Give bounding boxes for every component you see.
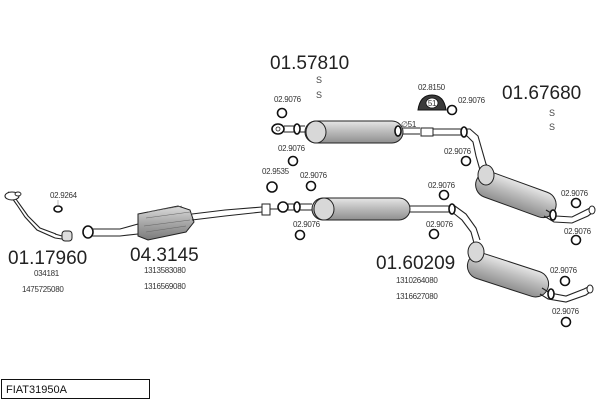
clamp-ring-icon xyxy=(287,155,299,167)
gasket-label-02-9535: 02.9535 xyxy=(262,167,290,176)
front-pipe-drawing xyxy=(4,191,73,242)
clamp-ring-icon xyxy=(446,104,458,116)
lower-center-pipe-drawing xyxy=(277,197,594,303)
clamp-label: 02.9076 xyxy=(552,307,580,316)
clamp-label: 02.9076 xyxy=(426,220,454,229)
rubber-mount-icon: 51 xyxy=(417,94,447,111)
upper-center-mark-1: S xyxy=(316,75,322,85)
catalyst-drawing xyxy=(82,203,282,241)
front-pipe-ref-1: 034181 xyxy=(34,269,60,278)
clamp-label: 02.9076 xyxy=(458,96,486,105)
clamp-ring-icon xyxy=(560,316,572,328)
lower-center-number: 01.60209 xyxy=(376,253,455,274)
rear-mark-2: S xyxy=(549,122,555,132)
clamp-ring-icon xyxy=(276,107,288,119)
clamp-label: 02.9076 xyxy=(561,189,589,198)
clamp-label: 02.9076 xyxy=(300,171,328,180)
clamp-label: 02.9076 xyxy=(278,144,306,153)
clamp-ring-icon xyxy=(559,275,571,287)
rear-mark-1: S xyxy=(549,108,555,118)
code-box xyxy=(1,379,150,399)
clamp-ring-icon xyxy=(428,228,440,240)
clamp-label: 02.9076 xyxy=(293,220,321,229)
clamp-ring-icon xyxy=(570,197,582,209)
clamp-label: 02.9076 xyxy=(428,181,456,190)
clamp-ring-icon xyxy=(460,155,472,167)
gasket-label-02-9264: 02.9264 xyxy=(50,191,78,200)
gasket-02-9264-icon xyxy=(53,205,63,213)
upper-center-number: 01.57810 xyxy=(270,53,349,74)
clamp-label: 02.9076 xyxy=(274,95,302,104)
catalyst-ref-1: 1313583080 xyxy=(144,266,186,275)
hanger-label: ∅51 xyxy=(401,120,417,129)
upper-center-mark-2: S xyxy=(316,90,322,100)
front-pipe-ref-2: 1475725080 xyxy=(22,285,64,294)
lower-center-ref-1: 1310264080 xyxy=(396,276,438,285)
lower-center-ref-2: 1316627080 xyxy=(396,292,438,301)
diagram-code: FIAT31950A xyxy=(6,384,68,396)
clamp-ring-icon xyxy=(570,234,582,246)
rear-number: 01.67680 xyxy=(502,83,581,104)
upper-center-pipe-drawing xyxy=(271,120,420,144)
catalyst-ref-2: 1316569080 xyxy=(144,282,186,291)
clamp-ring-icon xyxy=(305,180,317,192)
rear-pipe-drawing xyxy=(420,126,596,224)
clamp-ring-icon xyxy=(266,181,278,193)
clamp-label: 02.9076 xyxy=(564,227,592,236)
clamp-ring-icon xyxy=(294,229,306,241)
clamp-label: 02.9076 xyxy=(550,266,578,275)
clamp-icons xyxy=(266,104,582,328)
front-pipe-number: 01.17960 xyxy=(8,248,87,269)
catalyst-number: 04.3145 xyxy=(130,245,199,266)
mount-inner-label: 51 xyxy=(428,99,437,108)
mount-label-02-8150: 02.8150 xyxy=(418,83,446,92)
clamp-ring-icon xyxy=(438,189,450,201)
clamp-label: 02.9076 xyxy=(444,147,472,156)
